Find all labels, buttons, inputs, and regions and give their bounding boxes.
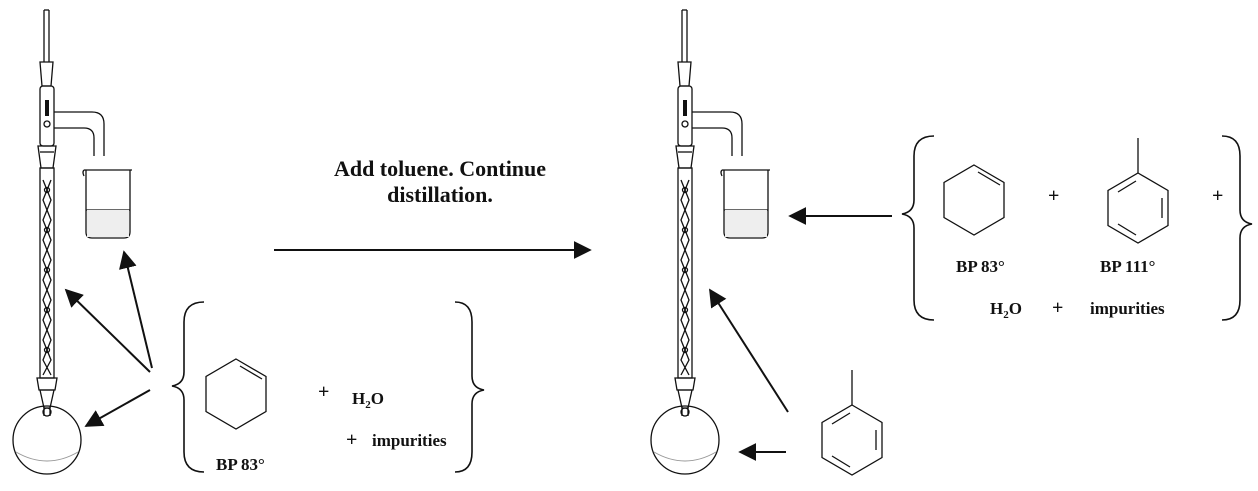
toluene-structure-right <box>1107 137 1169 244</box>
bp-toluene-right: BP 111° <box>1100 257 1155 276</box>
plus-left-1: + <box>318 381 329 403</box>
step-caption-line2: distillation. <box>387 182 493 207</box>
plus-right-2: + <box>1212 185 1223 207</box>
toluene-structure-added <box>821 369 883 476</box>
arrow-to-receiver-left <box>119 250 153 369</box>
cyclohexene-structure-left <box>205 358 267 430</box>
right-distillation-apparatus <box>650 9 771 475</box>
plus-right-1: + <box>1048 185 1059 207</box>
plus-right-3: + <box>1052 297 1063 319</box>
left-brace-open <box>171 301 205 473</box>
cyclohexene-structure-right <box>943 164 1005 236</box>
right-brace-open <box>901 135 935 321</box>
step-caption-line1: Add toluene. Continue <box>334 156 546 181</box>
impurities-left: impurities <box>372 431 447 450</box>
water-label-left: H2O <box>352 389 384 411</box>
arrow-to-column-left <box>64 288 151 373</box>
left-distillation-apparatus <box>12 9 133 475</box>
arrow-to-flask-left <box>84 389 151 427</box>
bp-cyclohexene-left: BP 83° <box>216 455 265 474</box>
water-label-right: H2O <box>990 299 1022 321</box>
bp-cyclohexene-right: BP 83° <box>956 257 1005 276</box>
left-brace-close <box>454 301 485 473</box>
plus-left-2: + <box>346 429 357 451</box>
right-brace-close <box>1221 135 1253 321</box>
arrow-to-column-right <box>709 288 789 413</box>
impurities-right: impurities <box>1090 299 1165 318</box>
